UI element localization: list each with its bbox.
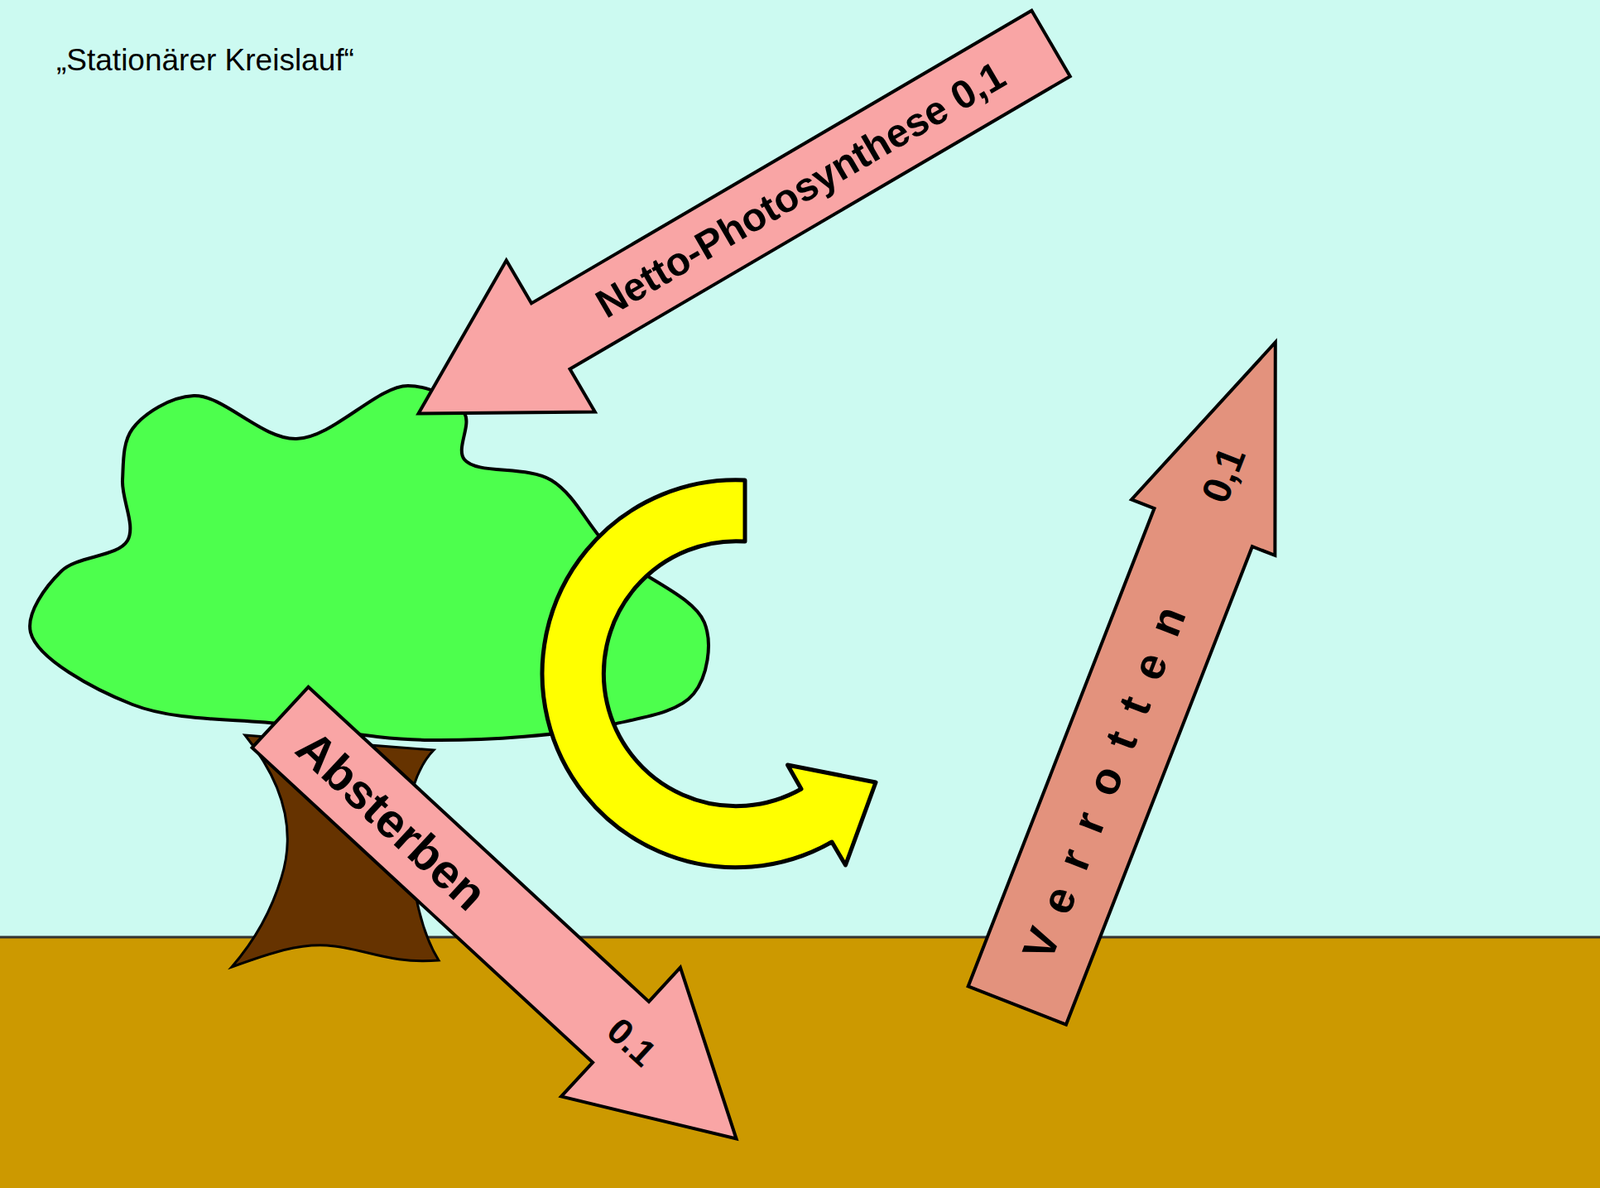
flux-arrow: Absterben0.1 [221,652,797,1188]
cycle-arrow [542,480,876,868]
diagram-title: „Stationärer Kreislauf“ [56,43,355,79]
arrow-outline [945,313,1347,1034]
arrow-outline [221,652,797,1188]
arrow-shape [221,652,797,1188]
flux-arrow: Verrotten0,1 [945,313,1347,1033]
flux-arrow: Netto-Photosynthese 0,1 [374,0,1096,489]
horizon-line [0,936,1600,939]
arrow-outline [374,0,1096,489]
arrow-label: Absterben [288,721,496,918]
arrow-label: Netto-Photosynthese 0,1 [590,54,1013,325]
ground [0,936,1600,1188]
